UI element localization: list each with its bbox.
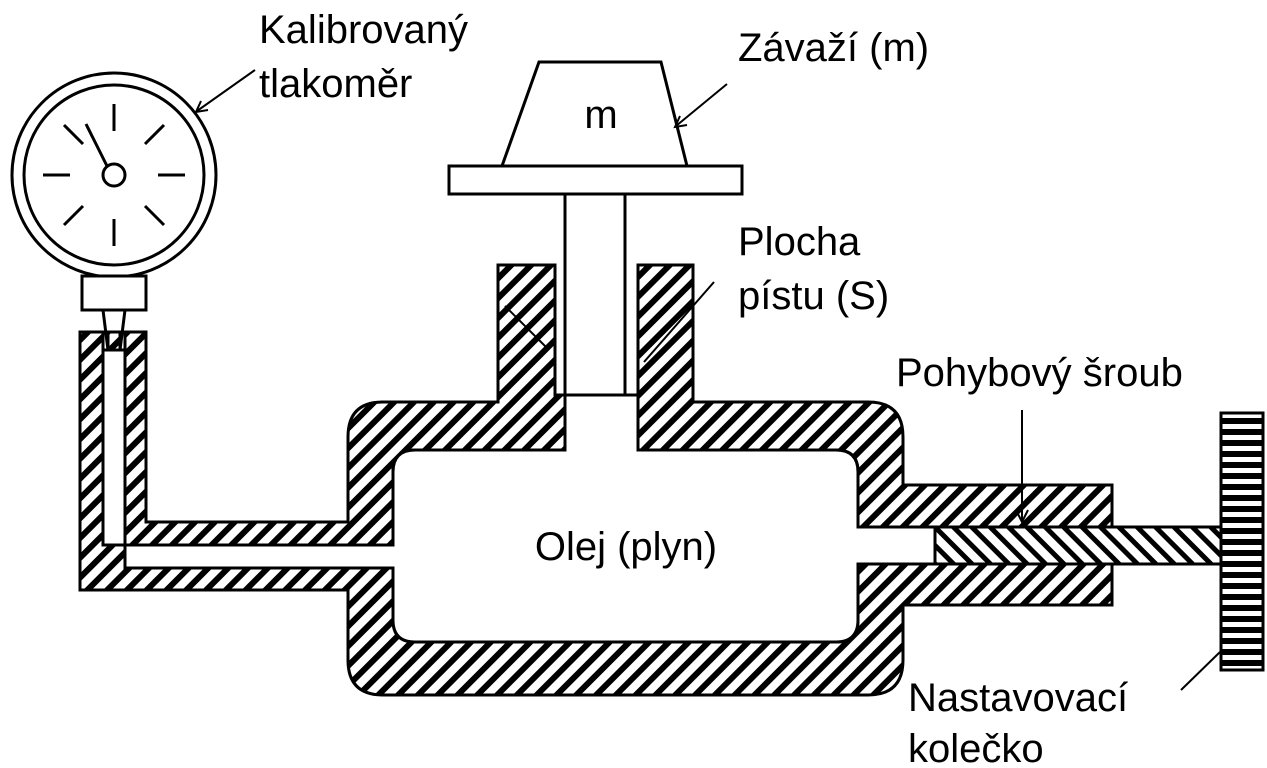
gauge-label-line1: Kalibrovaný [259,8,468,52]
gauge-needle-hub [101,162,127,188]
piston-area-label-line2: pístu (S) [738,274,889,318]
mass-symbol: m [584,93,617,137]
adjusting-wheel [1219,411,1265,672]
oil-chamber [101,348,937,644]
leader-lines [194,69,1221,691]
gauge-neck [80,274,148,312]
screw-label: Pohybový šroub [896,351,1183,395]
pressure-gauge [10,71,218,352]
gauge-label-line2: tlakoměr [259,62,412,106]
weight-plate [447,164,744,196]
mass-weight [499,60,689,168]
oil-label: Olej (plyn) [535,525,717,569]
gauge-tick-marks [43,104,185,246]
piston-rod [563,192,627,397]
piston-area-label-line1: Plocha [738,220,861,264]
weight-label: Závaží (m) [738,26,929,70]
gauge-needle [84,123,110,169]
wheel-label-line2: kolečko [908,727,1044,768]
screw-shaft [933,525,1223,566]
wheel-label-line1: Nastavovací [908,676,1128,720]
